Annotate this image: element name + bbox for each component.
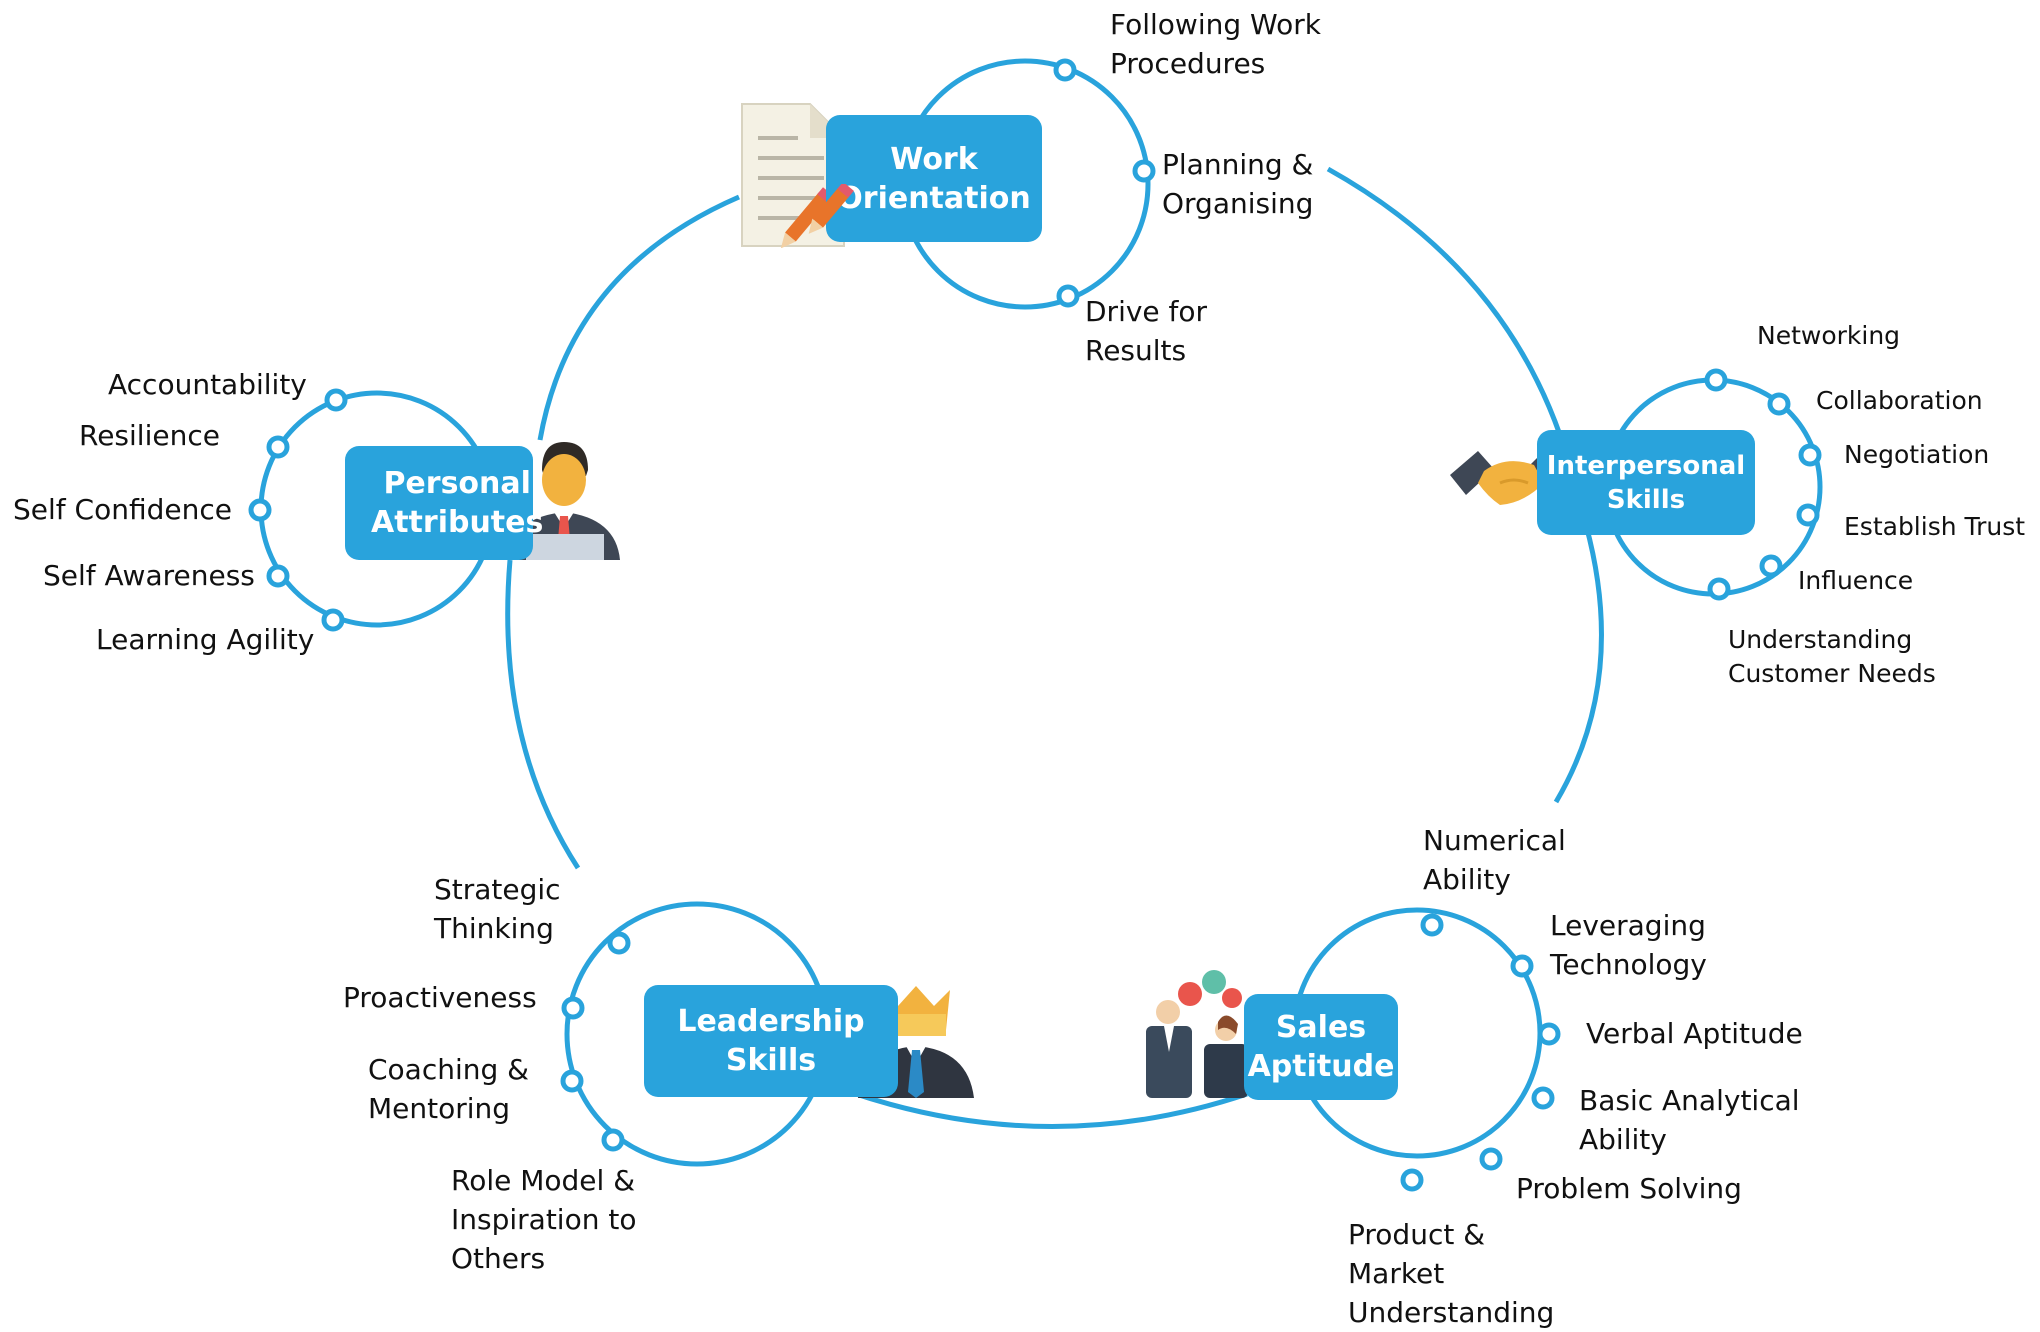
interpersonal-item-collaboration: Collaboration (1816, 386, 1983, 415)
document-pencil-icon-overlay (808, 184, 854, 234)
sales-item-problem-solving: Problem Solving (1516, 1172, 1742, 1205)
node-dot (1053, 58, 1077, 82)
interpersonal-item-networking: Networking (1757, 321, 1901, 350)
sales-item-basic-analytical-ability: Basic Analytical Ability (1579, 1084, 1800, 1156)
node-dot (1707, 577, 1731, 601)
leadership-item-role-model: Role Model & Inspiration to Others (451, 1164, 637, 1275)
interpersonal-item-influence: Influence (1798, 566, 1914, 595)
interpersonal-item-negotiation: Negotiation (1844, 440, 1990, 469)
personal-attributes-box: Personal Attributes (345, 446, 543, 560)
interpersonal-item-understanding-customer-needs: Understanding Customer Needs (1728, 625, 1936, 688)
leadership-skills-box: Leadership Skills (644, 985, 898, 1097)
business-conversation-icon (1146, 970, 1248, 1098)
node-dot (1400, 1168, 1424, 1192)
node-dot (1056, 284, 1080, 308)
leadership-item-coaching-mentoring: Coaching & Mentoring (368, 1053, 530, 1125)
personal-item-accountability: Accountability (108, 368, 307, 401)
work-item-drive-for-results: Drive for Results (1085, 295, 1208, 367)
interpersonal-item-establish-trust: Establish Trust (1844, 512, 2026, 541)
node-dot (266, 435, 290, 459)
node-dot (1479, 1147, 1503, 1171)
sales-item-verbal-aptitude: Verbal Aptitude (1586, 1017, 1803, 1050)
businessman-icon (506, 442, 620, 560)
node-dot (607, 931, 631, 955)
node-dot (1510, 954, 1534, 978)
personal-item-self-confidence: Self Confidence (13, 493, 232, 526)
sales-aptitude-box: Sales Aptitude (1244, 994, 1398, 1100)
main-cycle-arcs (505, 166, 1604, 1129)
node-dot (1767, 392, 1791, 416)
node-dot (324, 388, 348, 412)
node-dot (1531, 1086, 1555, 1110)
interpersonal-skills-box: Interpersonal Skills (1537, 430, 1755, 535)
leadership-item-proactiveness: Proactiveness (343, 981, 537, 1014)
work-orientation-box: Work Orientation (826, 115, 1042, 242)
personal-item-resilience: Resilience (79, 419, 220, 452)
work-item-following-procedures: Following Work Procedures (1110, 8, 1321, 80)
node-dot (1759, 554, 1783, 578)
node-dot (321, 608, 345, 632)
sales-item-leveraging-technology: Leveraging Technology (1550, 909, 1707, 981)
sales-item-product-market-understanding: Product & Market Understanding (1348, 1218, 1555, 1329)
node-dot (1796, 503, 1820, 527)
personal-item-self-awareness: Self Awareness (43, 559, 255, 592)
leadership-item-strategic-thinking: Strategic Thinking (434, 873, 561, 945)
personal-item-learning-agility: Learning Agility (96, 623, 315, 656)
node-dot (1537, 1022, 1561, 1046)
node-dot (561, 996, 585, 1020)
work-item-planning-organising: Planning & Organising (1162, 148, 1314, 220)
sales-item-numerical-ability: Numerical Ability (1423, 824, 1566, 896)
node-dot (1132, 159, 1156, 183)
node-dot (248, 498, 272, 522)
node-dot (1798, 443, 1822, 467)
node-dot (601, 1128, 625, 1152)
node-dot (1420, 913, 1444, 937)
node-dot (1704, 368, 1728, 392)
node-dot (560, 1069, 584, 1093)
node-dot (266, 564, 290, 588)
